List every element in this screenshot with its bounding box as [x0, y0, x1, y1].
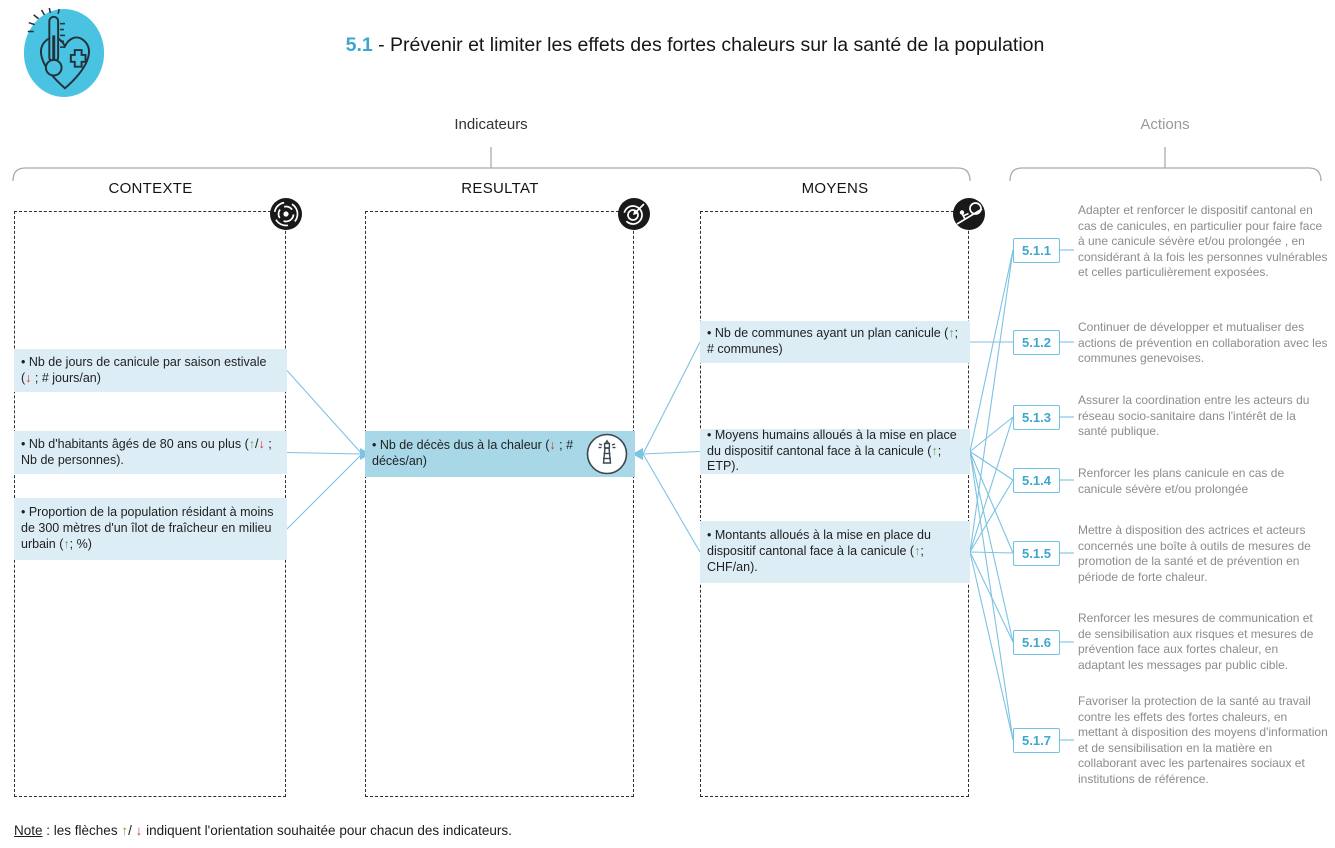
action-code-box-5-1-3: 5.1.3	[1013, 404, 1060, 430]
indicator-item-moyens-1: • Nb de communes ayant un plan canicule …	[700, 321, 970, 363]
edge-contexte-to-resultat	[286, 370, 363, 455]
column-header-contexte: CONTEXTE	[108, 180, 193, 197]
edge-moyens-to-action	[969, 451, 1014, 481]
objective-code: 5.1	[345, 34, 373, 56]
indicator-text: • Montants alloués à la mise en place du…	[707, 528, 931, 574]
action-text-5-1-4: Renforcer les plans canicule en cas de c…	[1078, 466, 1285, 496]
edge-moyens-to-action	[969, 249, 1014, 452]
action-code-box-5-1-6: 5.1.6	[1013, 629, 1060, 655]
edge-moyens-to-resultat	[642, 450, 701, 455]
indicator-text: • Nb de communes ayant un plan canicule …	[707, 326, 959, 356]
edge-moyens-to-action	[969, 551, 1014, 741]
indicator-text: • Moyens humains alloués à la mise en pl…	[707, 427, 957, 474]
edge-moyens-to-resultat	[642, 341, 701, 455]
indicators-bracket	[12, 147, 971, 182]
action-code: 5.1.4	[1022, 472, 1051, 488]
indicator-item-contexte-2: • Nb d'habitants âgés de 80 ans ou plus …	[14, 431, 287, 474]
edge-contexte-to-resultat	[286, 453, 363, 530]
indicator-text: • Nb de jours de canicule par saison est…	[21, 354, 267, 385]
footnote-label: Note	[14, 823, 43, 838]
lighthouse-icon	[586, 433, 628, 475]
indicator-text: • Nb d'habitants âgés de 80 ans ou plus …	[21, 436, 272, 467]
action-code: 5.1.5	[1022, 545, 1051, 561]
action-code-box-5-1-5: 5.1.5	[1013, 540, 1060, 566]
action-text-5-1-1: Adapter et renforcer le dispositif canto…	[1078, 203, 1328, 280]
actions-group-label: Actions	[1140, 116, 1190, 133]
edge-moyens-to-action	[969, 479, 1014, 553]
indicator-text: • Nb de décès dus à la chaleur (↓ ; # dé…	[372, 438, 574, 468]
target-rings-icon	[269, 197, 303, 231]
indicator-item-resultat-1: • Nb de décès dus à la chaleur (↓ ; # dé…	[365, 431, 635, 477]
actions-bracket	[1009, 147, 1322, 182]
action-text-5-1-5: Mettre à disposition des actrices et act…	[1078, 523, 1311, 584]
edge-moyens-to-action	[969, 416, 1014, 553]
indicators-group-label: Indicateurs	[454, 116, 528, 133]
column-header-resultat: RESULTAT	[461, 180, 539, 197]
edge-moyens-to-action	[969, 416, 1014, 452]
action-code-box-5-1-4: 5.1.4	[1013, 467, 1060, 493]
action-code: 5.1.2	[1022, 334, 1051, 350]
edge-moyens-to-action	[969, 551, 1014, 643]
edge-moyens-to-action	[969, 249, 1014, 553]
action-text-5-1-3: Assurer la coordination entre les acteur…	[1078, 393, 1310, 439]
thermometer-heart-logo	[20, 6, 108, 100]
action-code-box-5-1-1: 5.1.1	[1013, 237, 1060, 263]
edge-moyens-to-action	[969, 551, 1014, 554]
edge-moyens-to-resultat	[642, 453, 701, 553]
action-code-box-5-1-2: 5.1.2	[1013, 329, 1060, 355]
column-box-resultat	[365, 211, 634, 797]
edge-moyens-to-action	[969, 451, 1014, 643]
objective-title: - Prévenir et limiter les effets des for…	[372, 34, 1045, 56]
effort-push-icon	[952, 197, 986, 231]
column-box-moyens	[700, 211, 969, 797]
action-text-5-1-6: Renforcer les mesures de communication e…	[1078, 611, 1314, 672]
indicator-item-contexte-1: • Nb de jours de canicule par saison est…	[14, 349, 287, 392]
indicator-text: • Proportion de la population résidant à…	[21, 505, 274, 551]
arrowhead-into-resultat-right	[632, 448, 643, 460]
action-text-5-1-7: Favoriser la protection de la santé au t…	[1078, 694, 1328, 786]
indicator-item-moyens-3: • Montants alloués à la mise en place du…	[700, 521, 970, 583]
action-code: 5.1.3	[1022, 409, 1051, 425]
page-title: 5.1 - Prévenir et limiter les effets des…	[250, 34, 1140, 57]
indicator-item-moyens-2: • Moyens humains alloués à la mise en pl…	[700, 427, 970, 474]
action-code: 5.1.1	[1022, 242, 1051, 258]
action-code: 5.1.6	[1022, 634, 1051, 650]
column-header-moyens: MOYENS	[801, 180, 869, 197]
action-text-5-1-2: Continuer de développer et mutualiser de…	[1078, 320, 1328, 366]
indicator-item-contexte-3: • Proportion de la population résidant à…	[14, 498, 287, 560]
footnote-text: : les flèches ↑/ ↓ indiquent l'orientati…	[42, 823, 512, 838]
action-code: 5.1.7	[1022, 732, 1051, 748]
action-code-box-5-1-7: 5.1.7	[1013, 727, 1060, 753]
goal-target-arrow-icon	[617, 197, 651, 231]
edge-contexte-to-resultat	[286, 451, 363, 455]
edge-moyens-to-action	[969, 451, 1014, 554]
footnote: Note : les flèches ↑/ ↓ indiquent l'orie…	[14, 823, 512, 838]
